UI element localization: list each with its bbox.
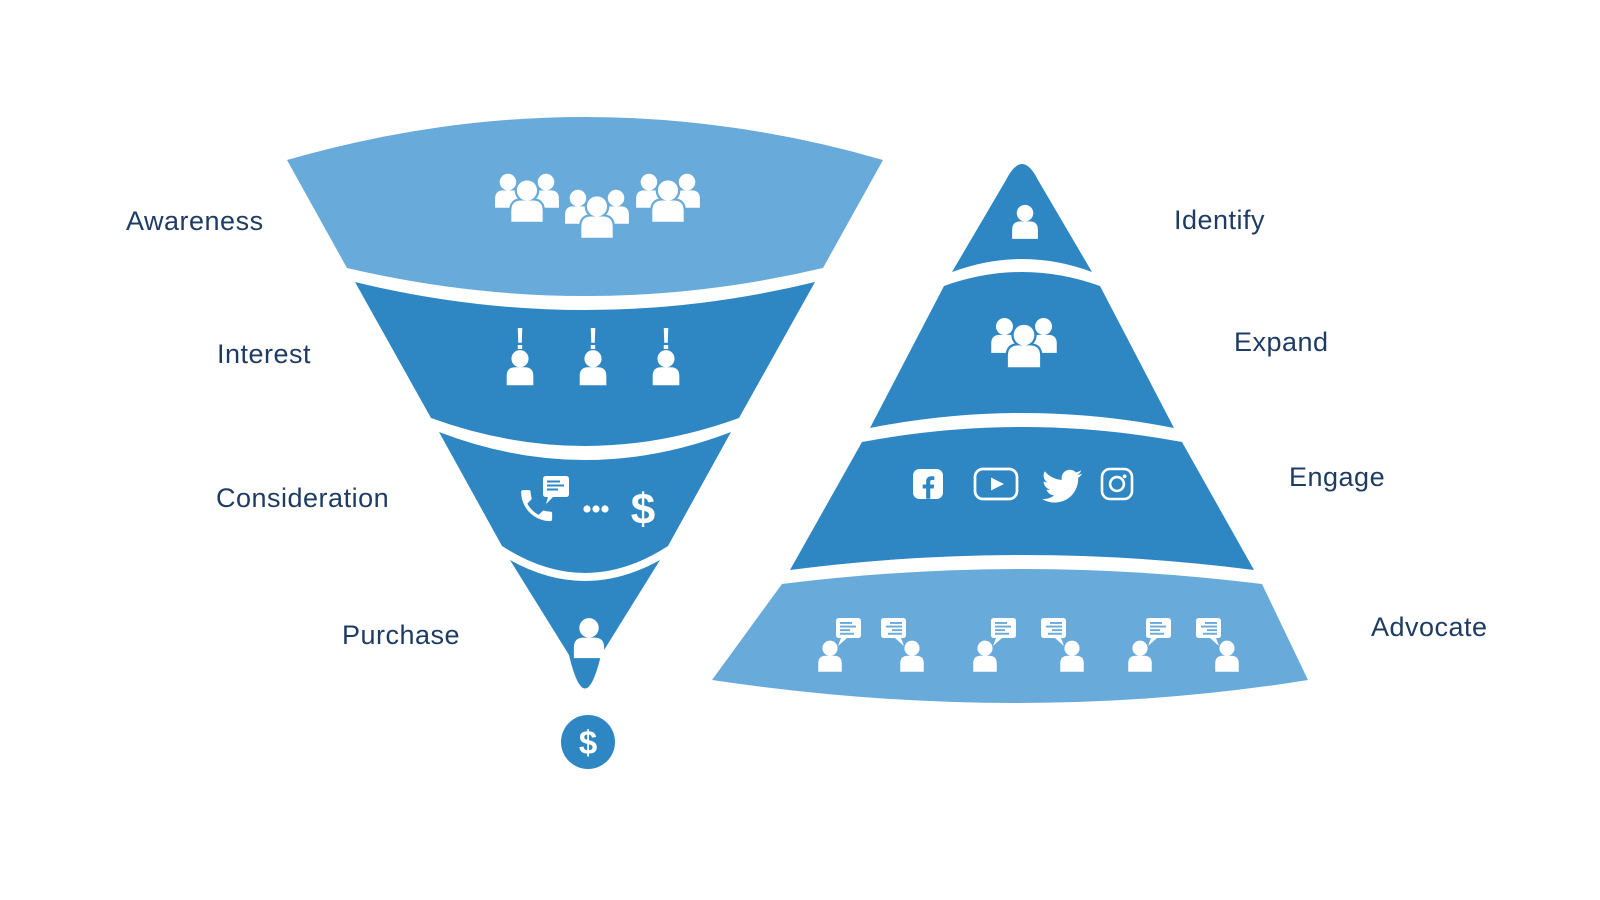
instagram-icon <box>1100 467 1134 501</box>
facebook-icon <box>913 469 943 499</box>
youtube-icon <box>973 467 1019 501</box>
speech-bubble-icon <box>543 476 569 504</box>
pyramid <box>712 164 1308 703</box>
funnel-segment-consideration <box>439 432 731 573</box>
svg-text:$: $ <box>579 724 597 761</box>
funnel-segment-interest <box>355 282 815 446</box>
funnel-label-consideration: Consideration <box>216 483 390 513</box>
exclamation-icon: ! <box>588 321 598 356</box>
ellipsis-icon <box>583 505 609 513</box>
funnel-label-purchase: Purchase <box>342 620 461 650</box>
exclamation-icon: ! <box>661 321 671 356</box>
dollar-icon: $ <box>631 485 655 534</box>
pyramid-label-engage: Engage <box>1289 462 1386 492</box>
funnel: ! ! ! $ $ <box>287 117 883 769</box>
funnel-label-interest: Interest <box>217 339 312 369</box>
pyramid-segment-engage <box>790 427 1254 570</box>
pyramid-label-expand: Expand <box>1234 327 1329 357</box>
twitter-icon <box>1042 469 1083 503</box>
pyramid-label-identify: Identify <box>1174 205 1266 235</box>
dollar-coin-icon: $ <box>561 715 615 769</box>
phone-call-icon <box>521 476 569 522</box>
pyramid-label-advocate: Advocate <box>1371 612 1488 642</box>
funnel-label-awareness: Awareness <box>126 206 264 236</box>
exclamation-icon: ! <box>515 321 525 356</box>
